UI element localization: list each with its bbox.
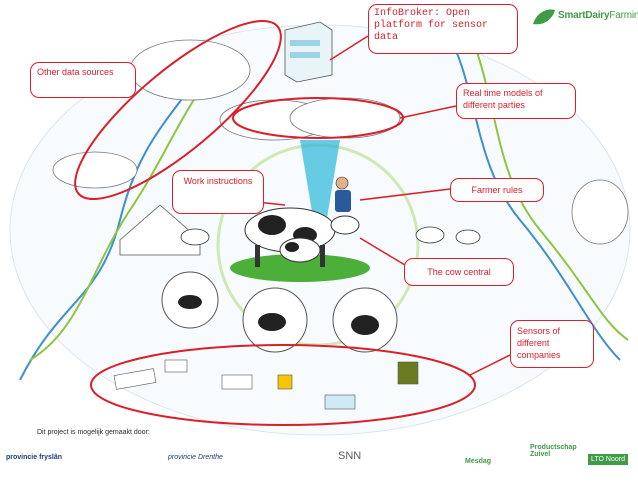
sensor-devices — [113, 359, 419, 410]
logo-zuivel: Productschap Zuivel — [530, 444, 577, 458]
background-cows — [180, 226, 481, 246]
callout-cow-central: The cow central — [404, 258, 514, 286]
sponsor-label: Dit project is mogelijk gemaakt door: — [37, 429, 150, 436]
callout-infobroker: InfoBroker: Open platform for sensor dat… — [368, 4, 518, 54]
smartdairyfarming-logo — [531, 6, 631, 28]
grass-patch — [230, 254, 370, 282]
infobroker-server-icon — [284, 21, 333, 83]
logo-lto: LTO Noord — [588, 454, 628, 465]
logo-fryslan: provincie fryslân — [6, 454, 63, 461]
callout-work-instructions: Work instructions — [172, 170, 264, 214]
callout-realtime-models: Real time models of different parties — [456, 83, 576, 119]
callout-other-sources: Other data sources — [30, 62, 136, 98]
callout-farmer-rules: Farmer rules — [450, 178, 544, 202]
red-ellipse-highlights — [74, 19, 476, 426]
cloud-shapes — [52, 39, 629, 245]
callout-sensors: Sensors of different companies — [510, 320, 594, 368]
barn-icon — [119, 204, 201, 256]
brand-name: SmartDairyFarming — [558, 10, 638, 21]
logo-drenthe: provincie Drenthe — [168, 454, 223, 461]
logo-mesdag: Mesdag — [465, 458, 492, 465]
data-beam — [300, 140, 340, 230]
detail-cow-icons — [178, 295, 379, 335]
farmer-figure — [335, 176, 351, 212]
calf — [279, 237, 321, 263]
logo-snn: SNN — [338, 450, 362, 462]
sponsor-logos: provincie fryslân provincie Drenthe SNN … — [0, 440, 638, 479]
leaf-icon — [533, 9, 555, 25]
dna-helix-left — [19, 49, 231, 381]
